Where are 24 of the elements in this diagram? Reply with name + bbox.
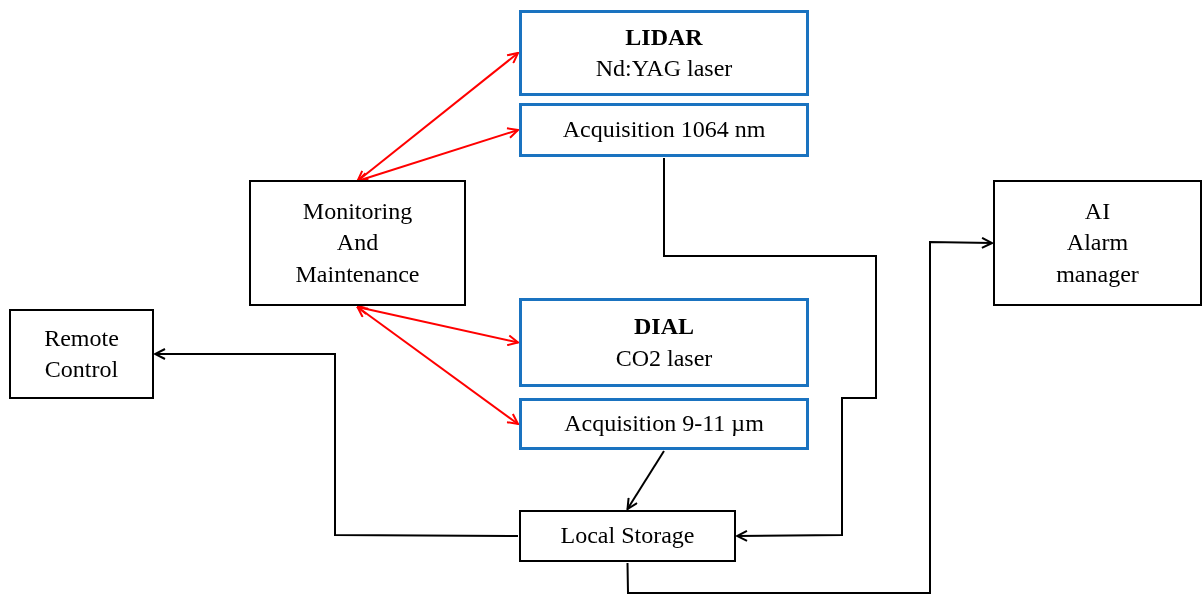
box-label: Acquisition 1064 nm <box>562 115 766 145</box>
arrow <box>663 157 877 542</box>
box-label: Nd:YAG laser <box>595 54 733 83</box>
arrow <box>356 52 519 182</box>
process-box <box>519 103 809 157</box>
process-box <box>993 180 1202 306</box>
arrow <box>626 450 665 510</box>
arrow <box>154 348 519 537</box>
process-box <box>9 309 154 399</box>
process-box <box>519 398 809 450</box>
process-box <box>519 510 736 562</box>
box-label: CO2 laser <box>615 343 713 373</box>
process-box <box>519 298 809 387</box>
box-heading: DIAL <box>634 312 694 342</box>
box-label: Monitoring And Maintenance <box>294 197 421 289</box>
process-box <box>519 10 809 96</box>
arrow <box>626 236 993 594</box>
box-label: Local Storage <box>560 521 695 551</box>
process-box <box>249 180 466 306</box>
box-label: Acquisition 9-11 µm <box>564 409 764 439</box>
box-heading: LIDAR <box>625 22 703 52</box>
arrow <box>356 306 519 425</box>
box-label: AI Alarm manager <box>1056 197 1139 289</box>
box-label: Remote Control <box>43 323 120 384</box>
